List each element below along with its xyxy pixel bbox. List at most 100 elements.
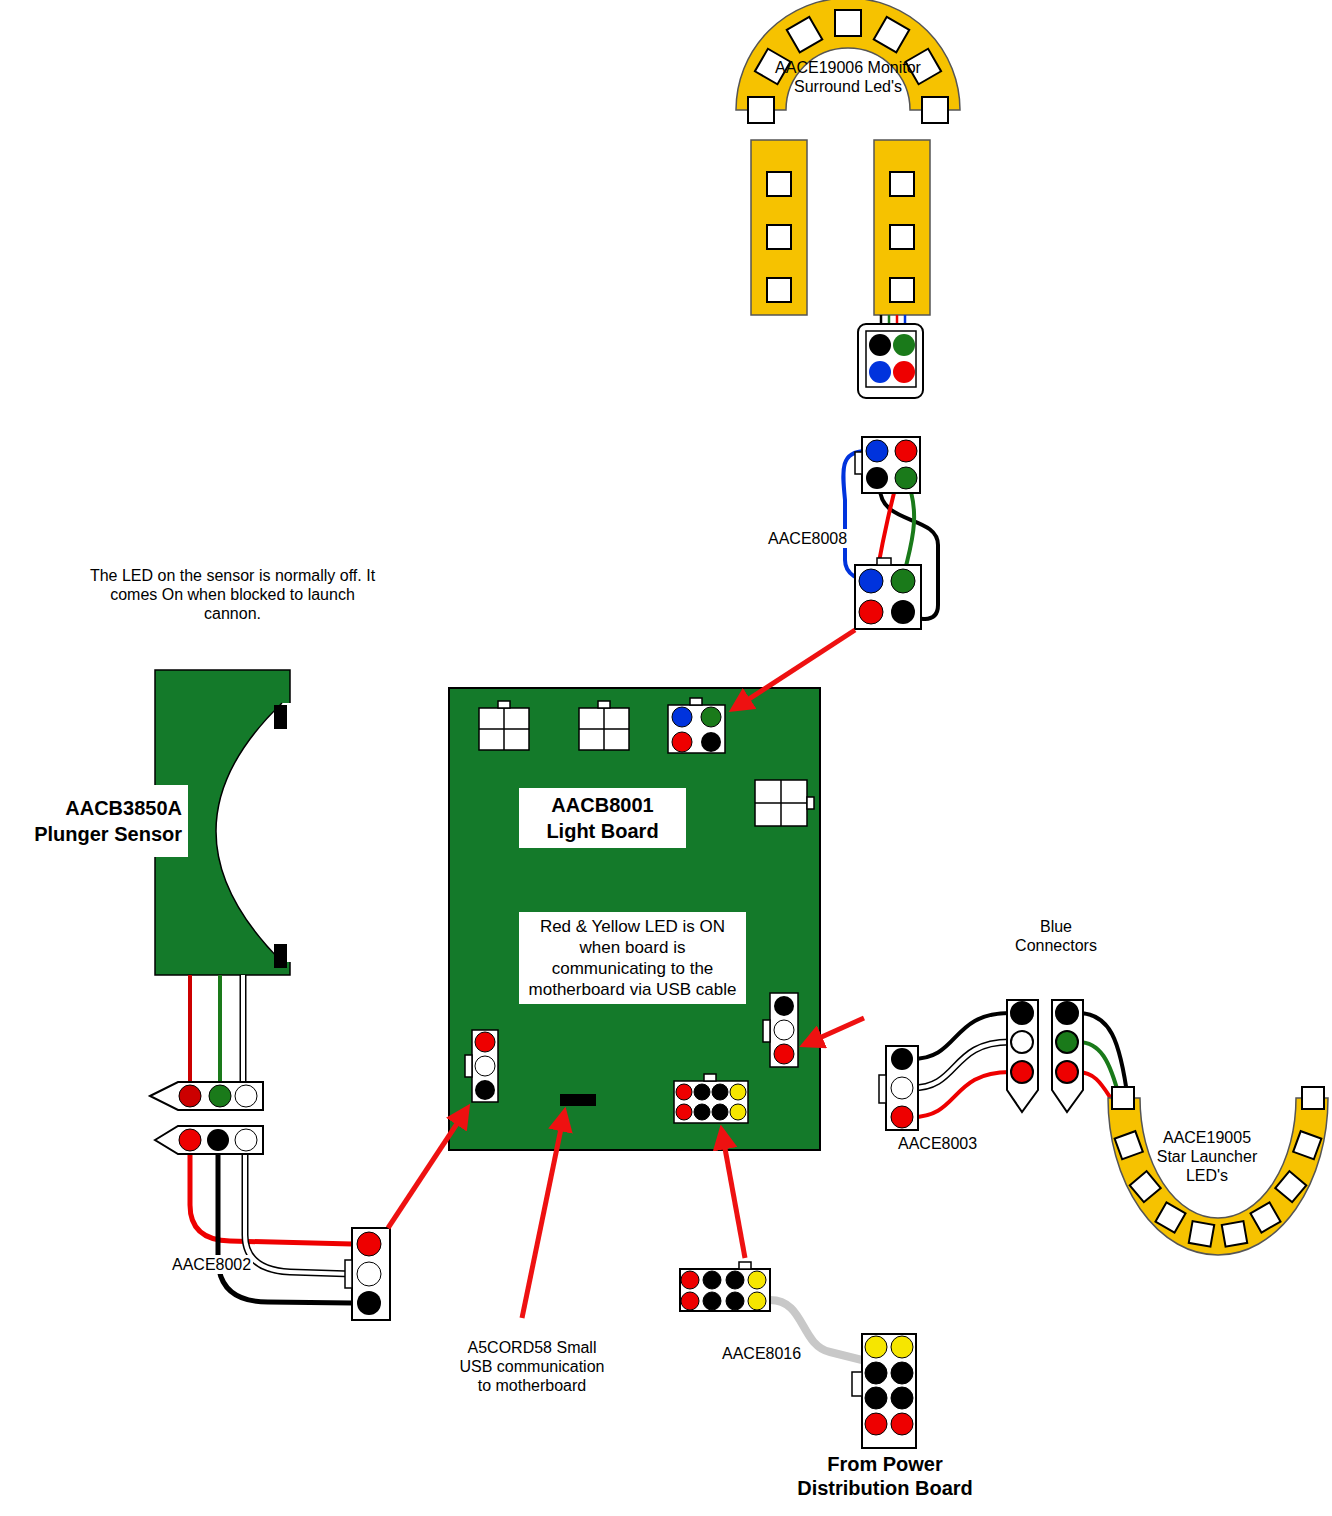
illustration-part — [862, 437, 920, 493]
illustration-part — [245, 1150, 352, 1274]
led-square — [1115, 1131, 1143, 1159]
illustration-part — [703, 1292, 721, 1310]
illustration-part — [891, 1077, 913, 1099]
illustration-part — [865, 1413, 887, 1435]
illustration-part — [767, 172, 791, 196]
illustration-part — [877, 558, 891, 565]
illustration-part — [1011, 1002, 1033, 1024]
illustration-part — [352, 1228, 390, 1320]
illustration-part — [891, 1387, 913, 1409]
illustration-part — [1007, 1000, 1038, 1112]
illustration-part — [726, 1292, 744, 1310]
illustration-part — [755, 780, 807, 826]
illustration-part — [690, 698, 702, 705]
illustration-part — [676, 1084, 692, 1100]
illustration-part — [235, 1129, 257, 1151]
illustration-part — [886, 1046, 918, 1130]
illustration-part — [767, 278, 791, 302]
aace8016-cable — [680, 1262, 916, 1448]
illustration-part — [216, 703, 291, 962]
light-board: AACB8001 Light BoardRed & Yellow LED is … — [449, 688, 820, 1150]
illustration-part — [216, 703, 282, 962]
sensor-connectors — [150, 1082, 390, 1320]
illustration-part — [681, 1271, 766, 1310]
sensor-label-box: AACB3850A Plunger Sensor — [2, 785, 188, 857]
monitor-led-strip — [736, 0, 960, 315]
illustration-part — [1056, 1061, 1078, 1083]
illustration-part — [188, 975, 192, 1082]
star-led-strip — [1108, 1087, 1328, 1255]
source-note: From Power Distribution Board — [790, 1452, 980, 1500]
illustration-part — [912, 1072, 1010, 1117]
illustration-part — [465, 698, 814, 1123]
illustration-part — [674, 1081, 748, 1123]
illustration-part — [767, 172, 914, 302]
illustration-part — [676, 1104, 692, 1120]
illustration-part — [694, 1104, 710, 1120]
illustration-part — [388, 1110, 466, 1228]
illustration-part — [891, 1048, 913, 1070]
illustration-part — [866, 467, 888, 489]
illustration-part — [739, 1262, 751, 1269]
node-text: AACE19006 Monitor Surround Led's — [760, 58, 936, 96]
board-title: AACB8001 Light Board — [519, 788, 686, 848]
illustration-part — [862, 1334, 916, 1448]
led-square — [1250, 1202, 1280, 1232]
illustration-part — [465, 1055, 472, 1077]
illustration-part — [701, 707, 721, 727]
illustration-part — [852, 1372, 862, 1396]
led-square — [874, 17, 910, 53]
illustration-part — [890, 172, 914, 196]
illustration-part — [891, 1336, 913, 1358]
illustration-part — [895, 440, 917, 462]
illustration-part — [859, 600, 883, 624]
connector-note: Blue Connectors — [1000, 917, 1112, 955]
illustration-part — [869, 361, 891, 383]
illustration-part — [475, 1080, 495, 1100]
illustration-part — [865, 1336, 887, 1358]
illustration-part — [694, 1084, 710, 1100]
illustration-part — [274, 944, 287, 968]
board-note: Red & Yellow LED is ON when board is com… — [519, 912, 746, 1004]
illustration-part — [240, 975, 247, 1082]
illustration-part — [357, 1232, 381, 1256]
illustration-part — [774, 1044, 794, 1064]
illustration-part — [722, 1132, 745, 1258]
illustration-part — [1056, 1002, 1078, 1024]
star-led-label: AACE19005 Star Launcher LED's — [1148, 1128, 1266, 1185]
illustration-part — [890, 225, 914, 249]
illustration-part — [479, 728, 529, 730]
node-text: AACB3850A Plunger Sensor — [8, 795, 182, 847]
illustration-part — [475, 1032, 495, 1052]
illustration-part — [912, 1013, 1010, 1059]
illustration-part — [774, 996, 794, 1016]
illustration-part — [763, 1020, 770, 1042]
illustration-part — [807, 797, 814, 809]
illustration-part — [155, 1126, 263, 1154]
illustration-part — [755, 802, 807, 804]
led-square — [1112, 1087, 1134, 1109]
illustration-part — [858, 324, 923, 398]
illustration-part — [1011, 1061, 1033, 1083]
illustration-part — [598, 701, 610, 708]
illustration-part — [735, 630, 855, 708]
illustration-part — [1108, 1098, 1328, 1255]
illustration-part — [895, 467, 917, 489]
cable-label: AACE8016 — [720, 1344, 803, 1363]
light-board — [449, 688, 820, 1150]
cable-label: A5CORD58 Small USB communication to moth… — [452, 1338, 612, 1395]
node-text: AACE19005 Star Launcher LED's — [1148, 1128, 1266, 1185]
illustration-part — [770, 993, 798, 1067]
illustration-part — [209, 1085, 231, 1107]
led-square — [1275, 1171, 1306, 1202]
illustration-part — [579, 708, 629, 750]
led-square — [922, 97, 948, 123]
illustration-part — [498, 701, 510, 708]
illustration-part — [218, 1150, 352, 1303]
led-square — [1293, 1131, 1321, 1159]
illustration-part — [712, 1084, 728, 1100]
illustration-part — [774, 1020, 794, 1040]
cable-label: AACE8008 — [766, 529, 849, 548]
illustration-part — [891, 1413, 913, 1435]
illustration-part — [475, 1056, 495, 1076]
